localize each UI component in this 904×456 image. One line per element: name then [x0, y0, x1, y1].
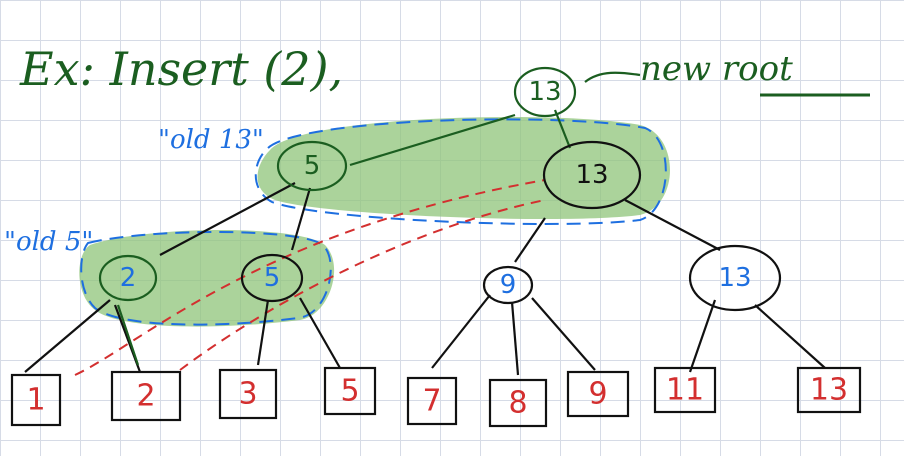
svg-text:9: 9: [588, 377, 607, 412]
leaf-8: 8: [488, 378, 548, 428]
svg-text:5: 5: [304, 151, 321, 181]
svg-text:8: 8: [508, 386, 527, 421]
svg-text:3: 3: [238, 377, 257, 412]
svg-text:13: 13: [718, 263, 751, 293]
green-edges: [116, 71, 641, 366]
leaf-1: 1: [10, 373, 62, 427]
svg-text:7: 7: [422, 384, 441, 419]
leaf-9: 9: [566, 370, 630, 418]
svg-text:5: 5: [340, 374, 359, 409]
node-new-root: 13: [513, 66, 577, 118]
node-old-13: 13: [542, 140, 642, 210]
svg-text:1: 1: [26, 383, 45, 418]
title-text: Ex: Insert (2),: [19, 42, 343, 96]
leaf-3: 3: [218, 368, 278, 420]
new-root-label: new root: [640, 49, 793, 89]
svg-text:11: 11: [666, 373, 704, 408]
dashed-outline-top: [254, 118, 667, 225]
leaf-11: 11: [653, 366, 717, 414]
svg-text:13: 13: [528, 77, 561, 107]
old-13-annotation: "old 13": [158, 125, 264, 155]
svg-text:2: 2: [120, 263, 137, 293]
dashed-outline-bottom: [80, 231, 332, 326]
svg-text:2: 2: [136, 379, 155, 414]
red-dashed-lines: [74, 179, 546, 376]
node-13-right: 13: [688, 244, 782, 312]
old-5-annotation: "old 5": [4, 227, 93, 257]
svg-text:13: 13: [575, 160, 608, 190]
svg-text:5: 5: [264, 263, 281, 293]
svg-text:13: 13: [810, 373, 848, 408]
node-split-5: 5: [240, 253, 304, 303]
leaf-5: 5: [323, 366, 377, 416]
node-9: 9: [482, 265, 534, 305]
leaf-7: 7: [406, 376, 458, 426]
leaf-13: 13: [796, 366, 862, 414]
node-split-2: 2: [98, 254, 158, 302]
svg-text:9: 9: [500, 270, 517, 300]
leaf-2: 2: [110, 370, 182, 422]
black-edges: [24, 182, 826, 376]
node-old-5: 5: [276, 140, 348, 192]
